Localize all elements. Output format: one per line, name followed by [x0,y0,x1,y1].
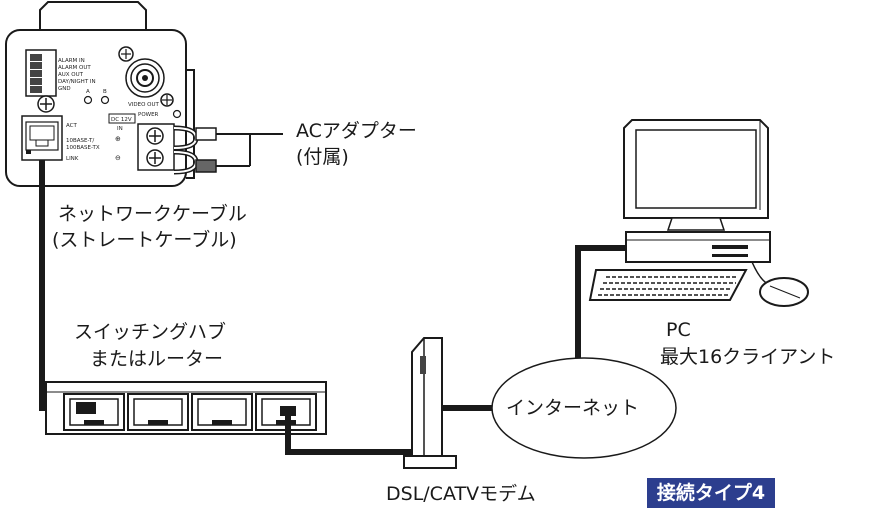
alarm-out-label: ALARM OUT [58,65,91,71]
link-label: LINK [66,156,79,162]
dc-minus-label: ⊖ [115,154,121,162]
connection-type-badge: 接続タイプ4 [647,478,775,508]
pc-clients-label: 最大16クライアント [660,346,836,368]
dc-terminal-block [137,123,175,171]
indicator-b-label: B [103,89,107,95]
switching-hub [45,381,327,435]
video-out-connector-icon [118,46,174,107]
hub-port-2-icon [127,393,189,431]
network-camera: ALARM IN ALARM OUT AUX OUT DAY/NIGHT IN … [5,1,195,187]
switching-hub-note: またはルーター [90,348,224,370]
alarm-terminal-block [25,49,57,97]
network-cable-label: ネットワークケーブル [58,203,247,225]
network-cable-note: (ストレートケーブル) [52,229,237,251]
network-cable [39,160,78,411]
switching-hub-label: スイッチングハブ [74,321,227,343]
pc-label: PC [666,319,691,341]
power-label: POWER [138,112,159,118]
indicator-b-icon [100,95,110,105]
pc-computer-icon [588,119,809,307]
base-tx-label: 100BASE-TX [66,145,100,151]
internet-cloud [491,357,677,459]
alarm-in-label: ALARM IN [58,58,85,64]
gnd-label: GND [58,86,71,92]
ethernet-port-icon [21,115,63,161]
dc12v-label: DC 12V [111,117,132,123]
dc-in-label: IN [117,126,123,132]
internet-to-pc-cable [575,245,628,358]
hub-port-3-icon [191,393,253,431]
modem-label: DSL/CATVモデム [386,483,536,505]
video-out-label: VIDEO OUT [128,102,160,108]
ac-adapter-label: ACアダプター [296,120,417,142]
ac-adapter-cable [173,125,283,175]
dc-plus-label: ⊕ [115,135,121,143]
power-led-icon [172,109,182,119]
aux-out-label: AUX OUT [58,72,84,78]
base-t-label: 10BASE-T/ [66,138,94,144]
terminal-screw-icon [37,95,55,113]
internet-label: インターネット [506,397,640,419]
hub-to-modem-cable [285,412,414,455]
ac-adapter-note: (付属) [296,146,349,168]
day-night-in-label: DAY/NIGHT IN [58,79,96,85]
indicator-a-icon [83,95,93,105]
dsl-catv-modem [403,337,457,469]
act-label: ACT [66,123,78,129]
indicator-a-label: A [86,89,90,95]
